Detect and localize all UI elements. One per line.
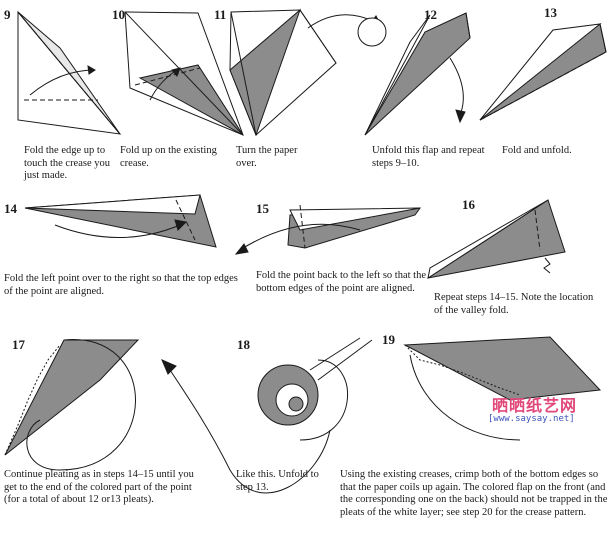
step-11-figure [229,8,337,137]
step-10-figure [124,11,244,136]
step-number: 17 [12,337,25,352]
step-number: 11 [214,7,227,22]
step-caption: Unfold this flap and repeat steps 9–10. [372,145,485,169]
step-caption: Turn the paper over. [236,145,298,169]
step-caption: Like this. Unfold to step 13. [236,469,319,493]
step-caption: Continue pleating as in steps 14–15 unti… [4,469,194,505]
step-caption: Fold up on the existing crease. [120,145,217,169]
step-19-figure [403,336,602,441]
turn-over-arrow [307,14,387,47]
step-17-figure [4,339,140,471]
step-number: 12 [424,7,437,22]
step-number: 13 [544,5,557,20]
step-number: 14 [4,201,17,216]
step-13-figure [479,23,607,121]
step-number: 9 [4,7,11,22]
step-18-figure [257,337,373,441]
step-16-figure [427,199,566,280]
step-number: 15 [256,201,269,216]
step-number: 18 [237,337,250,352]
step-number: 16 [462,197,475,212]
step-number: 19 [382,332,395,347]
step-caption: Fold the left point over to the right so… [4,273,238,297]
step-caption: Fold the edge up to touch the crease you… [24,145,111,181]
step-caption: Using the existing creases, crimp both o… [340,469,608,518]
watermark-url: [www.saysay.net] [488,414,575,424]
step-12-figure [364,12,471,136]
return-arrow [161,359,331,494]
step-caption: Fold the point back to the left so that … [256,270,427,294]
step-9-figure [17,10,122,135]
step-14-figure [24,194,217,248]
step-15-figure [234,204,422,255]
step-number: 10 [112,7,125,22]
step-caption: Fold and unfold. [502,145,572,156]
step-caption: Repeat steps 14–15. Note the location of… [434,292,594,316]
watermark-logo: 晒晒纸艺网 [492,396,578,415]
